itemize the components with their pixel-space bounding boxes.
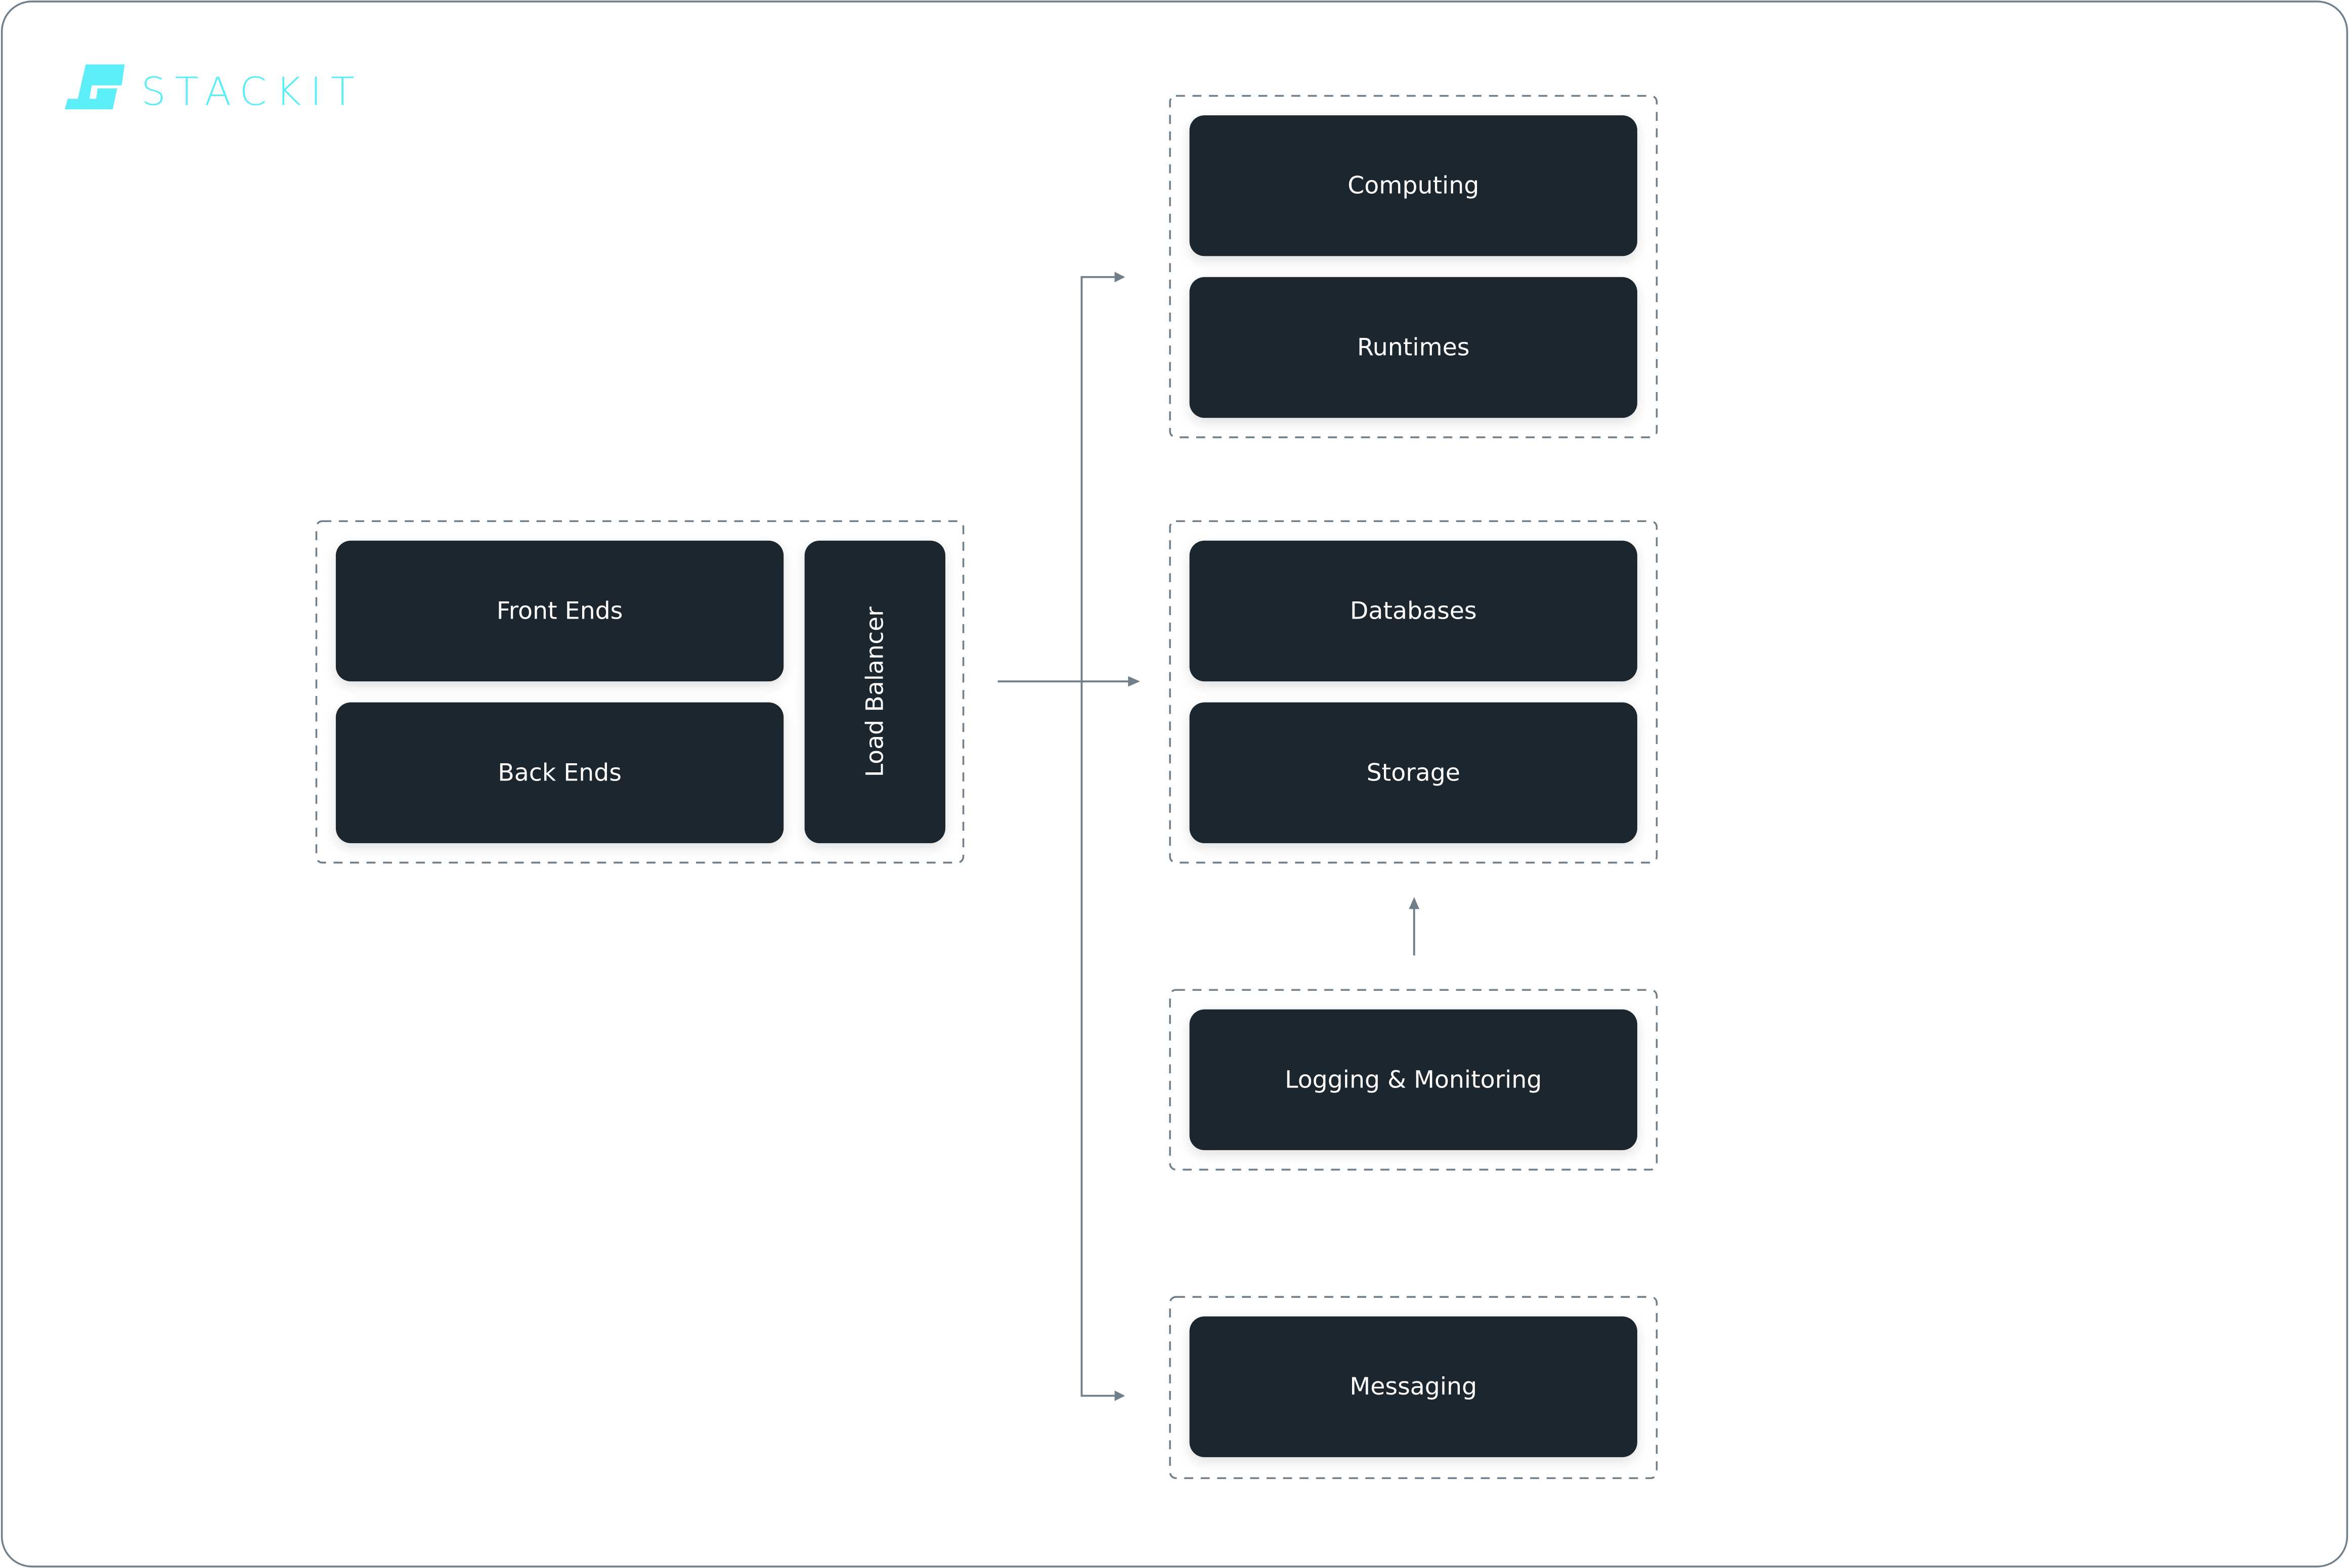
connectors bbox=[997, 272, 1420, 1401]
runtimes-label: Runtimes bbox=[1357, 333, 1469, 361]
messaging-label: Messaging bbox=[1350, 1373, 1477, 1401]
arrow-head-data bbox=[1128, 676, 1140, 687]
logo-mark-bottom bbox=[65, 88, 117, 110]
arrow-head-up bbox=[1409, 897, 1420, 909]
logo-mark-top bbox=[76, 64, 125, 104]
front-ends-label: Front Ends bbox=[497, 597, 623, 625]
databases-box[interactable]: Databases bbox=[1189, 540, 1637, 682]
group-data bbox=[1169, 520, 1658, 864]
storage-label: Storage bbox=[1367, 759, 1460, 787]
load-balancer-box[interactable]: Load Balancer bbox=[804, 540, 945, 843]
computing-box[interactable]: Computing bbox=[1189, 115, 1637, 256]
group-application bbox=[315, 520, 965, 864]
arrow-head-compute bbox=[1114, 272, 1125, 283]
group-compute bbox=[1169, 95, 1658, 439]
back-ends-box[interactable]: Back Ends bbox=[335, 702, 784, 843]
back-ends-label: Back Ends bbox=[498, 759, 622, 787]
logging-monitoring-label: Logging & Monitoring bbox=[1285, 1066, 1542, 1094]
runtimes-box[interactable]: Runtimes bbox=[1189, 277, 1637, 418]
storage-box[interactable]: Storage bbox=[1189, 702, 1637, 843]
databases-label: Databases bbox=[1350, 597, 1477, 625]
logo-text: STACKIT bbox=[141, 69, 363, 114]
load-balancer-label: Load Balancer bbox=[861, 606, 889, 777]
messaging-box[interactable]: Messaging bbox=[1189, 1316, 1637, 1457]
stackit-logo: STACKIT bbox=[65, 64, 363, 114]
computing-label: Computing bbox=[1347, 172, 1479, 200]
group-messaging bbox=[1169, 1296, 1658, 1479]
front-ends-box[interactable]: Front Ends bbox=[335, 540, 784, 682]
branch-connector bbox=[1080, 276, 1124, 1397]
arrow-head-messaging bbox=[1114, 1390, 1125, 1401]
logging-monitoring-box[interactable]: Logging & Monitoring bbox=[1189, 1009, 1637, 1150]
group-observability bbox=[1169, 989, 1658, 1171]
